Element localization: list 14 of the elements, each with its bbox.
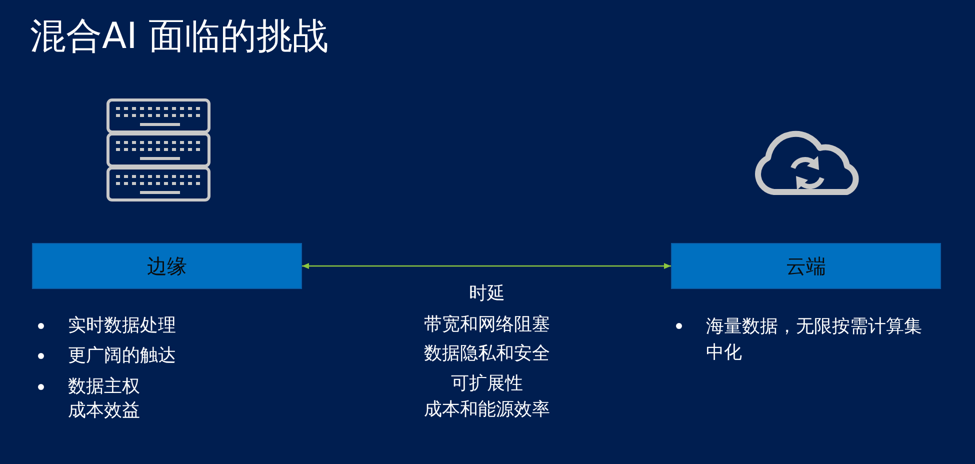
bullet-text: 海量数据，无限按需计算集中化 [706,315,923,365]
section-header-box: 云端 [671,243,941,289]
double-arrow [302,263,671,269]
challenge-text: 带宽和网络阻塞 [423,313,551,337]
challenge-text: 可扩展性 [450,372,524,396]
slide-title: 混合AI 面临的挑战 [30,15,329,59]
challenge-text: 时延 [468,282,506,306]
bullet-text: 成本效益 [68,399,140,423]
section-header-box: 边缘 [32,243,302,289]
challenge-text: 成本和能源效率 [423,398,551,422]
challenge-text: 数据隐私和安全 [423,342,551,366]
bullet-text: 实时数据处理 [68,314,176,338]
bullet-text: 更广阔的触达 [68,344,176,368]
bullet-text: 数据主权 [68,375,140,399]
